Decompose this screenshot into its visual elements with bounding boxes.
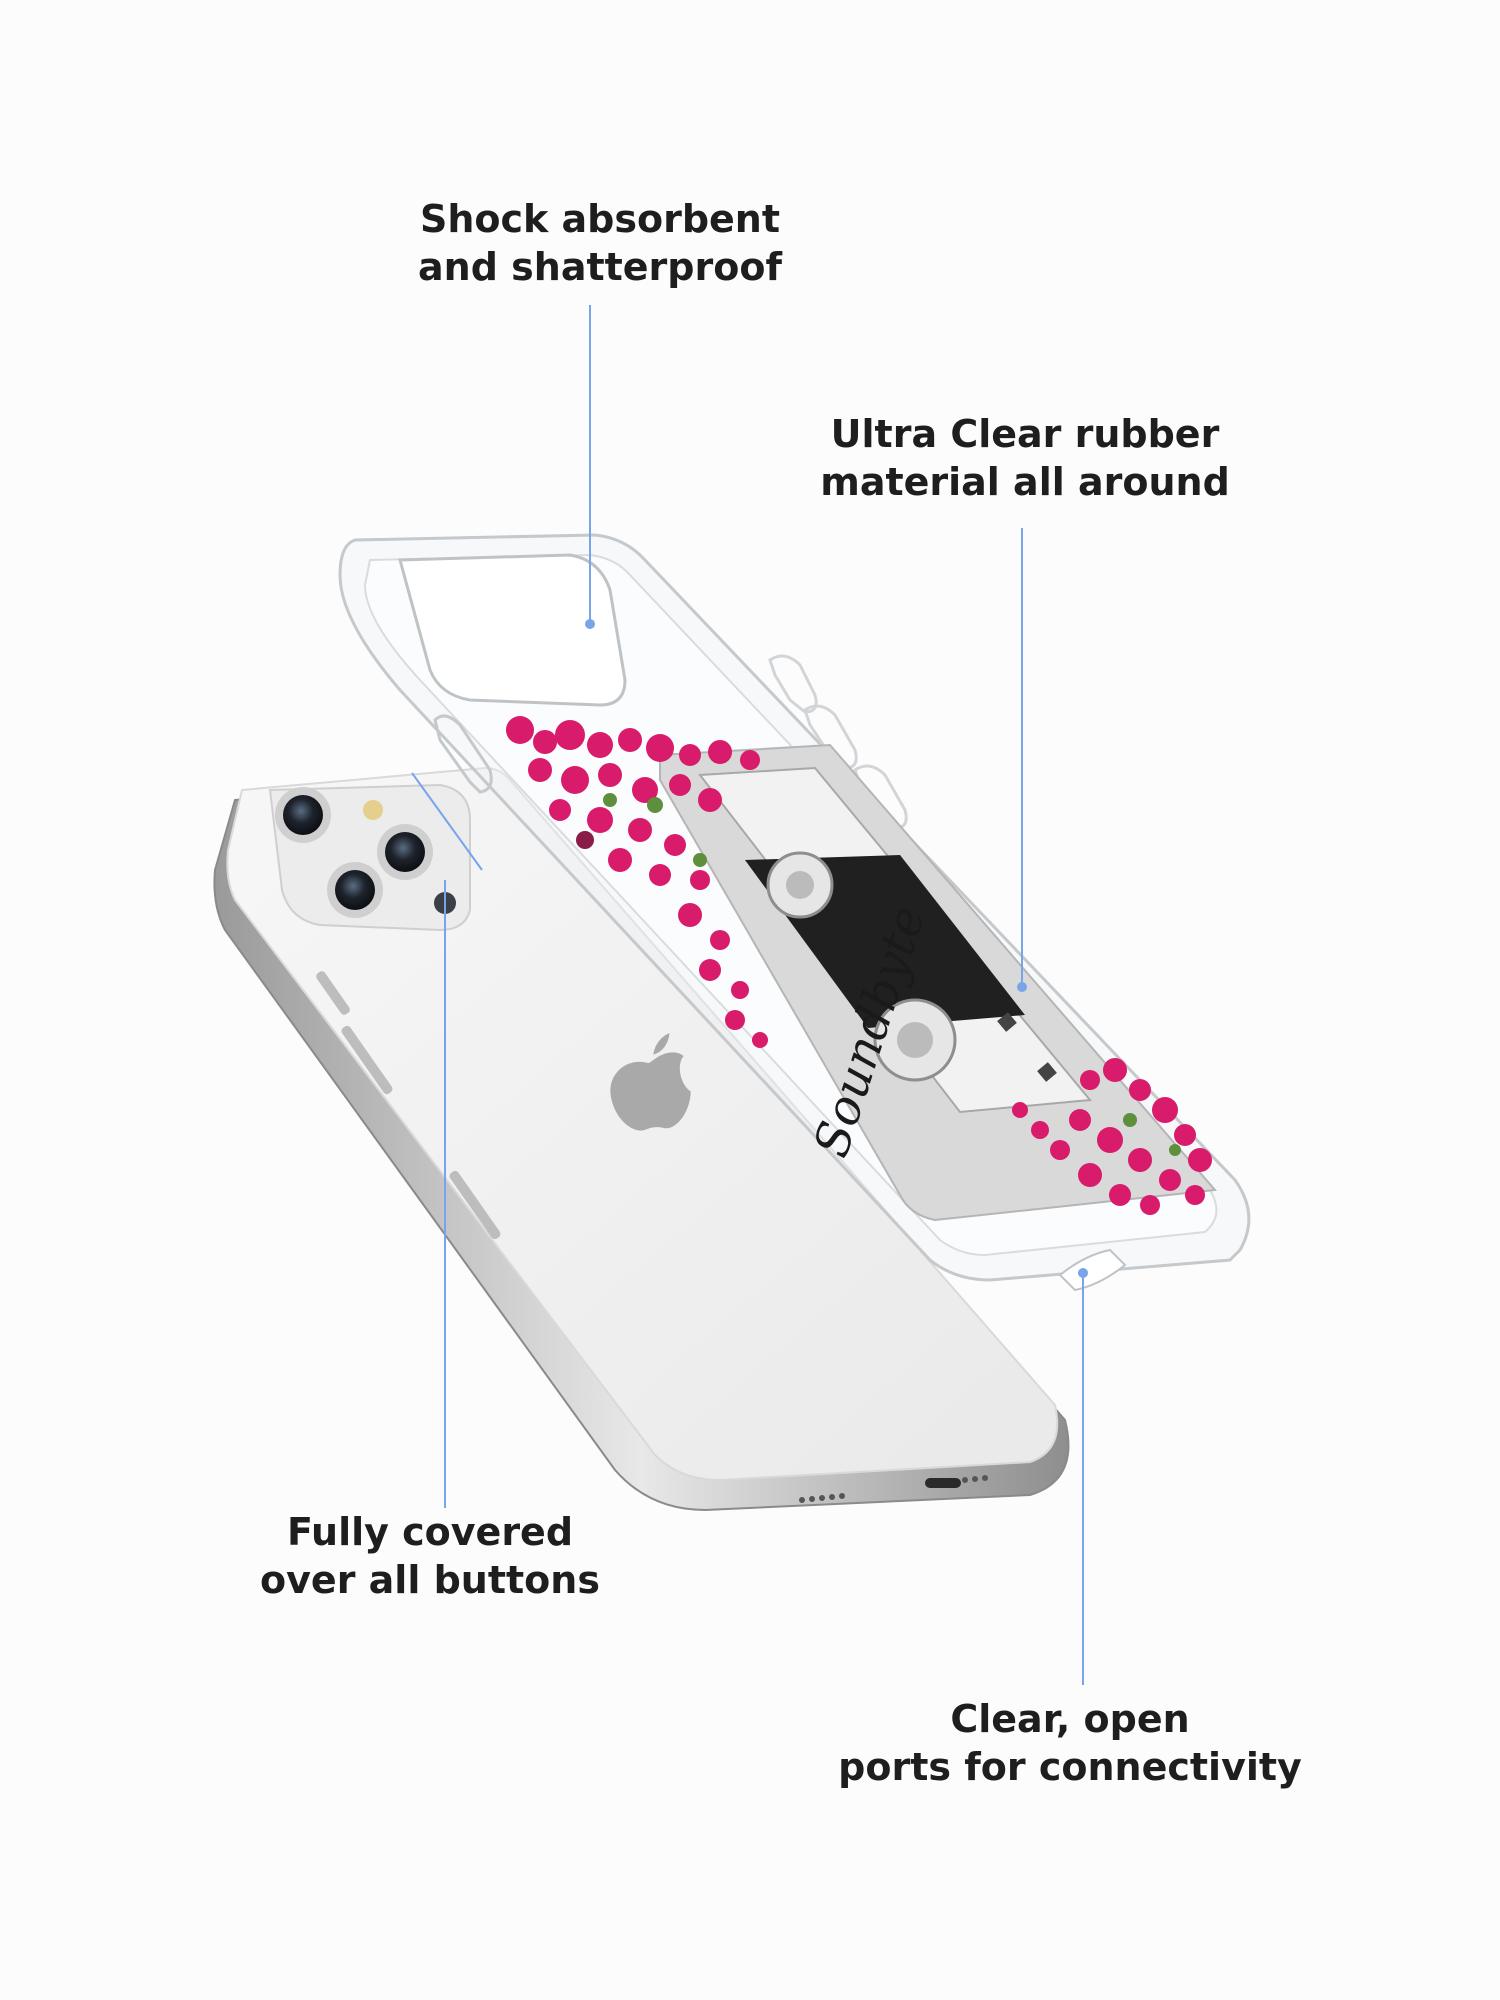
side-button-icon	[341, 1025, 393, 1095]
callout-buttons-line2: over all buttons	[260, 1558, 600, 1602]
callout-ports-line1: Clear, open	[950, 1697, 1190, 1741]
callout-ultra-clear: Ultra Clear rubber material all around	[800, 410, 1250, 506]
callout-shock-line2: and shatterproof	[418, 245, 782, 289]
callout-buttons-line1: Fully covered	[286, 1510, 574, 1554]
leader-line-buttons-diag	[411, 772, 483, 871]
camera-module	[268, 783, 471, 932]
case-port-cutout	[1058, 1248, 1127, 1292]
callout-ports-line2: ports for connectivity	[838, 1745, 1302, 1789]
callout-clear-line2: material all around	[820, 460, 1230, 504]
cassette-print: Soundbyte	[659, 743, 1218, 1222]
callout-shock-line1: Shock absorbent	[419, 197, 781, 241]
flash-icon	[363, 800, 383, 820]
flowers-bottom	[1012, 1058, 1212, 1215]
callout-fully-covered: Fully covered over all buttons	[240, 1508, 620, 1604]
case-camera-cutout	[398, 553, 627, 707]
leader-lines	[411, 305, 1088, 1685]
callout-clear-line1: Ultra Clear rubber	[830, 412, 1220, 456]
phone-ports	[799, 1475, 988, 1503]
flowers-top	[506, 716, 768, 1048]
phone	[213, 766, 1070, 1512]
callout-open-ports: Clear, open ports for connectivity	[835, 1695, 1305, 1791]
case-button-bump	[433, 714, 493, 794]
clear-case: Soundbyte	[338, 533, 1251, 1292]
callout-shock-absorbent: Shock absorbent and shatterproof	[395, 195, 805, 291]
apple-logo-icon	[610, 1033, 691, 1131]
side-button-icon	[316, 971, 350, 1015]
side-button-icon	[449, 1170, 501, 1240]
